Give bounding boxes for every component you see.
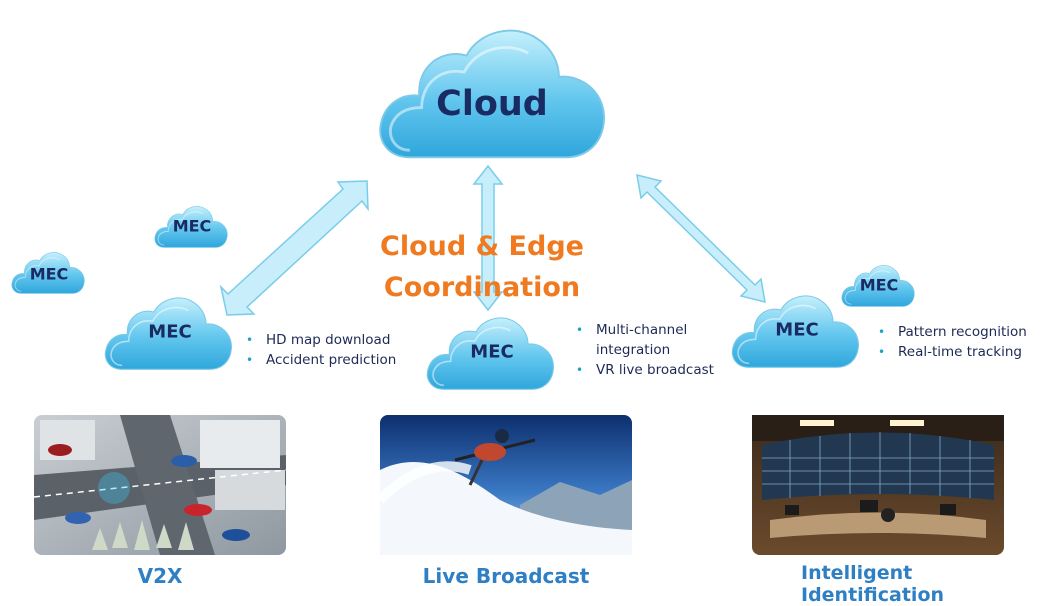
coordination-title-line1: Cloud & Edge [380, 231, 584, 262]
live-broadcast-scene-image [376, 415, 632, 585]
scenario-caption-v2x: V2X [137, 564, 183, 588]
mec-label: MEC [148, 321, 192, 343]
bullet-item-continuation: integration [574, 340, 714, 360]
scenario-caption-intelligent-identification: Intelligent Identification [801, 562, 945, 606]
bullet-item: HD map download [244, 330, 396, 350]
mec-label: MEC [172, 216, 212, 236]
identification-capabilities-list: Pattern recognition Real-time tracking [876, 322, 1027, 362]
mec-label: MEC [29, 264, 69, 284]
scenario-caption-live-broadcast: Live Broadcast [422, 564, 590, 588]
mec-label: MEC [859, 275, 899, 295]
arrow-cloud-to-left-mec [219, 180, 369, 316]
bullet-item: Pattern recognition [876, 322, 1027, 342]
broadcast-capabilities-list: Multi-channel integration VR live broadc… [574, 320, 714, 380]
coordination-title: Cloud & Edge Coordination [352, 226, 612, 308]
mec-label: MEC [470, 341, 514, 363]
intelligent-identification-scene-image [752, 415, 1004, 585]
coordination-title-line2: Coordination [383, 272, 581, 303]
diagram-canvas [11, 29, 1004, 585]
arrows [219, 164, 766, 316]
bullet-item: Multi-channel [574, 320, 714, 340]
bullet-item: VR live broadcast [574, 360, 714, 380]
arrow-cloud-to-center-mec [472, 164, 504, 312]
bullet-item: Real-time tracking [876, 342, 1027, 362]
bullet-item: Accident prediction [244, 350, 396, 370]
arrow-cloud-to-right-mec [636, 173, 766, 304]
cloud-label: Cloud [436, 84, 548, 124]
bullet-continuation-text: integration [596, 342, 671, 358]
mec-label: MEC [775, 319, 819, 341]
v2x-scene-image [33, 415, 287, 585]
v2x-capabilities-list: HD map download Accident prediction [244, 330, 396, 370]
